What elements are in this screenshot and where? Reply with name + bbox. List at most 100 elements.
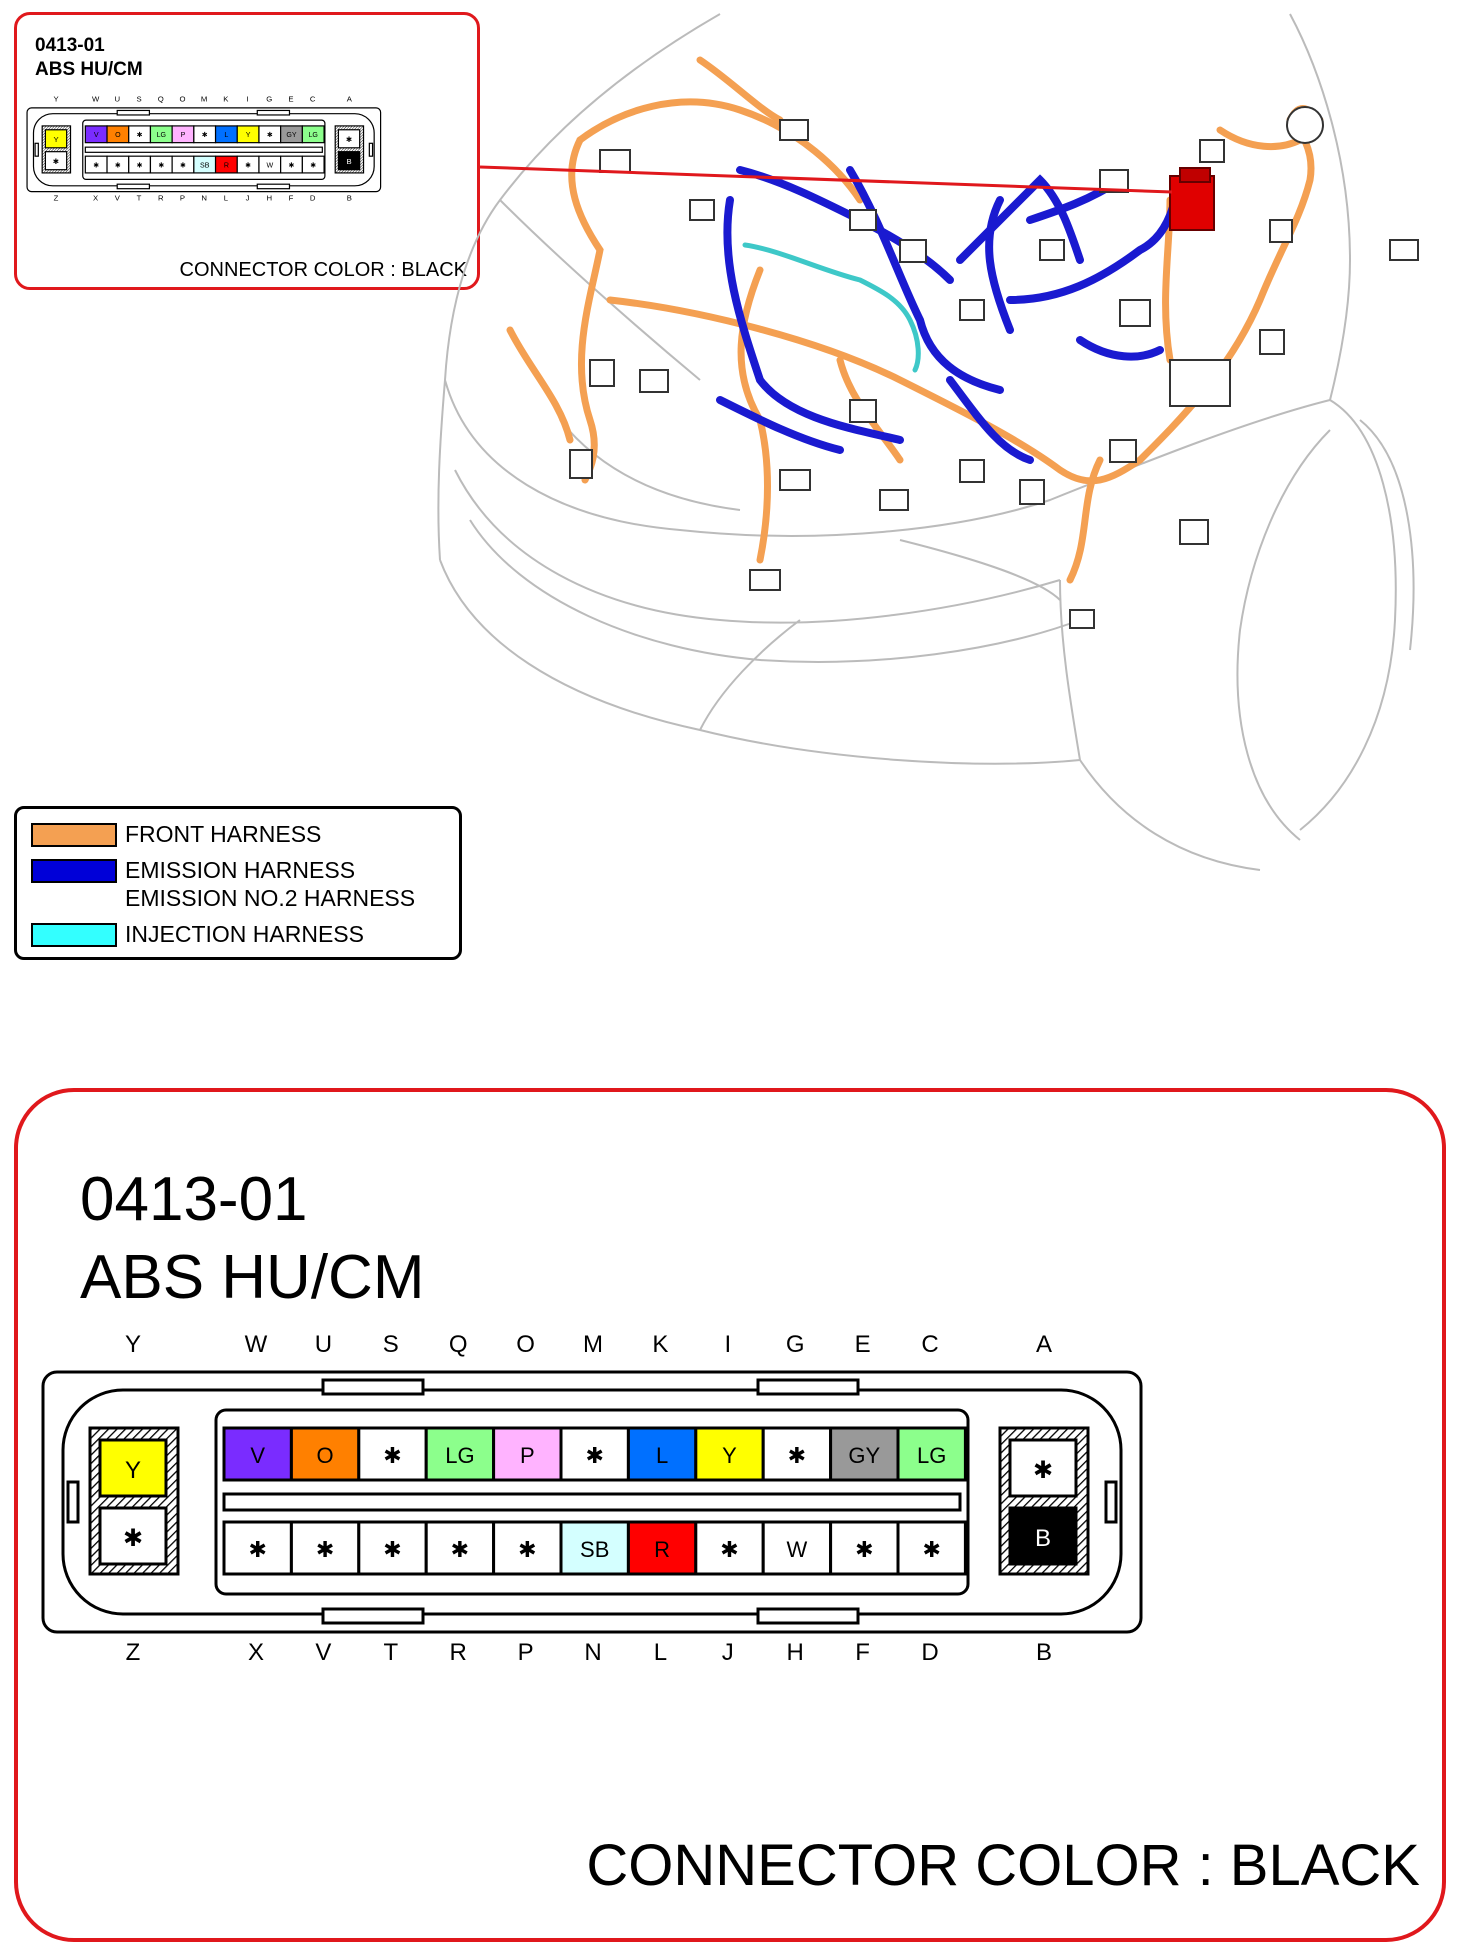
pin-cell xyxy=(289,1426,361,1482)
legend-label-front: FRONT HARNESS xyxy=(125,821,322,847)
top-pin-letter: I xyxy=(246,95,248,103)
top-pin-letter: W xyxy=(92,95,100,103)
top-pin-letter: K xyxy=(223,95,229,103)
pin-label: ✱ xyxy=(310,161,316,169)
pin-label: ✱ xyxy=(93,161,99,169)
bottom-pin-letter: L xyxy=(654,1639,667,1666)
injection-harness-lines xyxy=(742,242,921,373)
pin-label: W xyxy=(266,161,273,169)
top-pin-letter: Y xyxy=(125,1332,141,1358)
bottom-pin-letter: Z xyxy=(126,1639,141,1666)
pin-label: L xyxy=(224,131,228,139)
connector-key xyxy=(321,1378,425,1396)
pin-label: ✱ xyxy=(383,1537,401,1562)
pin-label: ✱ xyxy=(720,1537,738,1562)
top-pin-letter: S xyxy=(136,95,141,103)
top-pin-letter: Y xyxy=(53,95,58,103)
bottom-pin-letter: X xyxy=(93,194,98,203)
side-pin xyxy=(337,151,361,171)
pin-label: ✱ xyxy=(289,161,295,169)
bottom-pin-letter: P xyxy=(518,1639,534,1666)
legend-swatch-emission xyxy=(31,859,117,883)
pin-cell xyxy=(761,1426,833,1482)
pin-label: ✱ xyxy=(245,161,251,169)
pin-label: ✱ xyxy=(137,131,143,139)
pin-label: R xyxy=(224,161,229,169)
leader-line xyxy=(479,165,1173,194)
legend-item-front: FRONT HARNESS xyxy=(31,821,322,848)
pin-label: GY xyxy=(848,1443,880,1468)
legend-swatch-injection xyxy=(31,923,117,947)
pin-label: L xyxy=(656,1443,668,1468)
side-latch xyxy=(34,142,39,157)
legend-item-emission: EMISSION HARNESS EMISSION NO.2 HARNESS xyxy=(31,857,416,912)
top-pin-letter: Q xyxy=(449,1332,468,1358)
pin-label: V xyxy=(94,131,99,139)
pin-cell xyxy=(424,1426,496,1482)
bottom-pin-letter: J xyxy=(246,194,250,203)
pin-label: ✱ xyxy=(267,131,273,139)
side-pin xyxy=(98,1506,168,1566)
legend-swatch-front xyxy=(31,823,117,847)
pin-label: ✱ xyxy=(158,161,164,169)
side-latch xyxy=(66,1480,80,1524)
pin-label: ✱ xyxy=(137,161,143,169)
pin-label: ✱ xyxy=(855,1537,873,1562)
pin-label: ✱ xyxy=(518,1537,536,1562)
pin-label: ✱ xyxy=(383,1443,401,1468)
legend-label-emission: EMISSION HARNESS EMISSION NO.2 HARNESS xyxy=(125,857,416,911)
pin-cell xyxy=(694,1426,765,1482)
small-connector-color-text: CONNECTOR COLOR : BLACK xyxy=(179,259,467,281)
bottom-pin-letter: V xyxy=(115,194,121,203)
connector-key xyxy=(116,183,151,190)
pin-label: ✱ xyxy=(451,1537,469,1562)
bottom-pin-letter: B xyxy=(347,194,352,203)
pin-label: R xyxy=(654,1537,670,1562)
pin-label: ✱ xyxy=(585,1443,603,1468)
bottom-pin-letter: R xyxy=(450,1639,467,1666)
top-pin-letter: C xyxy=(921,1332,938,1358)
side-pin-label: ✱ xyxy=(346,135,353,144)
top-pin-letter: K xyxy=(652,1332,668,1358)
pin-label: LG xyxy=(308,131,317,139)
pin-label: W xyxy=(787,1537,808,1562)
harness-connectors xyxy=(569,119,1419,629)
pin-label: P xyxy=(181,131,186,139)
bottom-pin-letter: X xyxy=(248,1639,264,1666)
abs-unit-highlight xyxy=(1169,167,1215,231)
connector-name: ABS HU/CM xyxy=(80,1243,425,1312)
side-latch xyxy=(368,142,374,157)
side-pin xyxy=(98,1438,168,1498)
side-pin xyxy=(337,129,361,149)
pin-cell xyxy=(626,1426,698,1482)
pin-label: ✱ xyxy=(180,161,186,169)
pin-cell xyxy=(694,1520,765,1576)
legend-label-injection: INJECTION HARNESS xyxy=(125,921,364,947)
legend-item-injection: INJECTION HARNESS xyxy=(31,921,364,948)
side-pin xyxy=(44,129,68,149)
pin-label: ✱ xyxy=(248,1537,266,1562)
bottom-pin-letter: J xyxy=(722,1639,734,1666)
top-pin-letter: M xyxy=(201,95,207,103)
connector-key xyxy=(756,1607,860,1625)
top-pin-letter: U xyxy=(315,1332,332,1358)
pin-cell xyxy=(896,1520,967,1576)
pin-label: ✱ xyxy=(922,1537,940,1562)
side-pin-label: ✱ xyxy=(123,1525,143,1552)
pin-label: ✱ xyxy=(202,131,208,139)
bottom-pin-letter: N xyxy=(584,1639,601,1666)
top-pin-letter: U xyxy=(115,95,121,103)
bottom-pin-letter: V xyxy=(315,1639,331,1666)
top-pin-letter: G xyxy=(266,95,272,103)
engine-grommet xyxy=(1286,106,1324,144)
pin-label: Y xyxy=(722,1443,737,1468)
top-pin-letter: I xyxy=(724,1332,731,1358)
top-pin-letter: O xyxy=(516,1332,535,1358)
top-pin-letter: E xyxy=(855,1332,871,1358)
pin-label: V xyxy=(250,1443,265,1468)
connector-color-text: CONNECTOR COLOR : BLACK xyxy=(586,1833,1420,1898)
pin-row-divider xyxy=(84,146,323,153)
